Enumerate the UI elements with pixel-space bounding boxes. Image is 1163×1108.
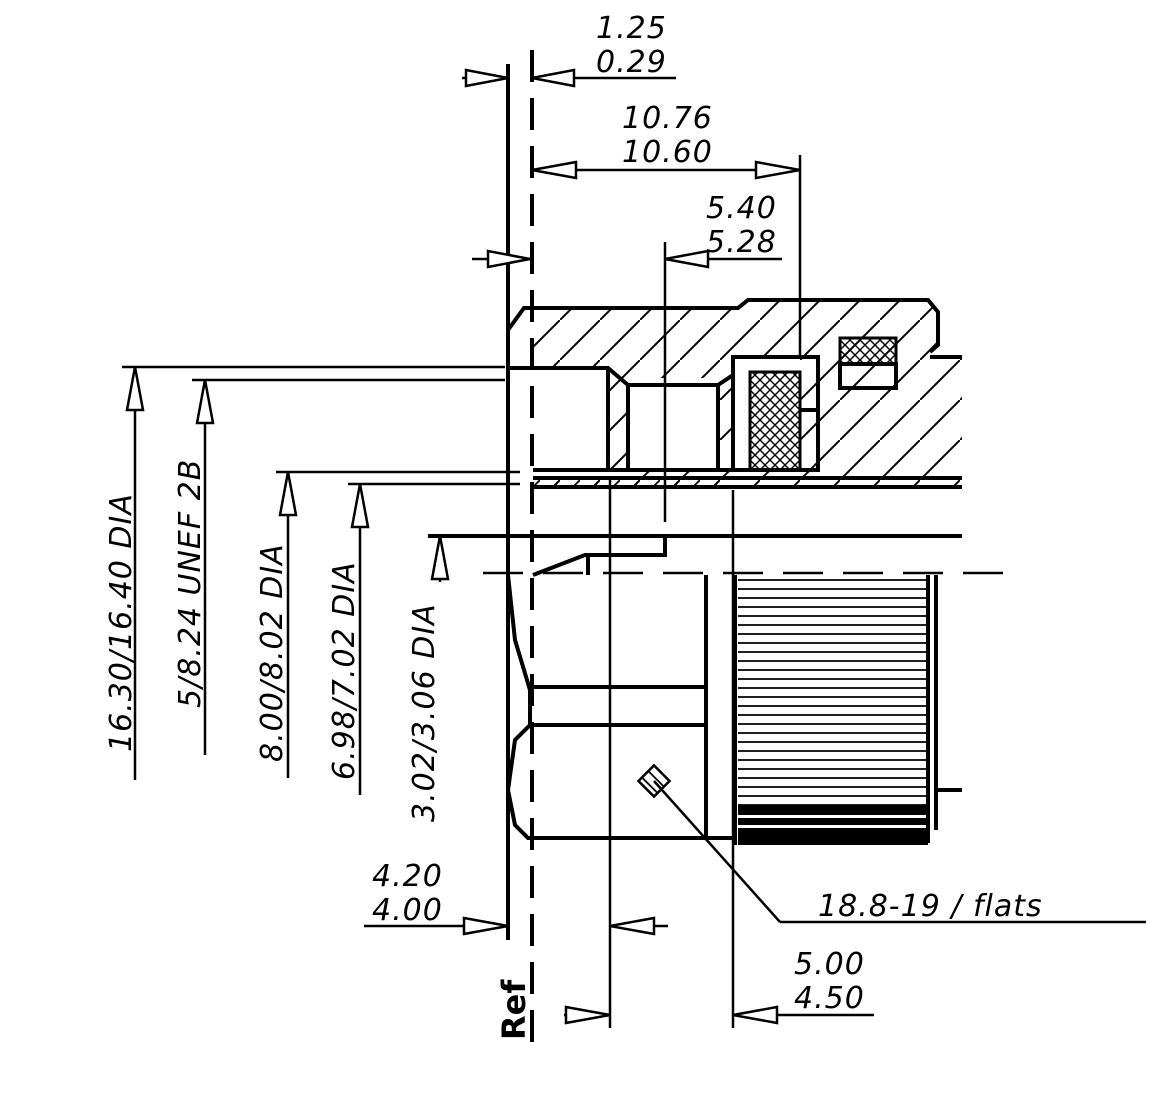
dim-bottom-a-lower: 4.00 <box>372 893 443 928</box>
dim-top-b-lower: 10.60 <box>622 135 713 170</box>
dim-bottom-b-upper: 5.00 <box>794 947 865 982</box>
dia-label-4: 6.98/7.02 DIA <box>327 561 362 780</box>
dim-top-a-upper: 1.25 <box>596 11 667 46</box>
dia-label-1: 16.30/16.40 DIA <box>104 493 139 752</box>
dia-dim-3: 8.00/8.02 DIA <box>255 470 520 778</box>
exterior-view <box>505 574 962 845</box>
dim-bottom-a: 4.20 4.00 <box>364 859 668 936</box>
dia-label-5: 3.02/3.06 DIA <box>407 603 442 822</box>
flats-label: 18.8-19 / flats <box>818 889 1043 924</box>
section-view <box>428 298 962 577</box>
dia-label-2: 5/8.24 UNEF 2B <box>173 459 208 708</box>
dia-dim-2: 5/8.24 UNEF 2B <box>173 378 505 755</box>
dim-top-a: 1.25 0.29 <box>462 11 676 88</box>
dia-dim-4: 6.98/7.02 DIA <box>327 482 520 795</box>
knurled-thread <box>738 578 928 828</box>
dim-top-b: 10.76 10.60 <box>531 101 801 180</box>
dim-top-c-upper: 5.40 <box>706 191 777 226</box>
dim-bottom-b: 5.00 4.50 <box>564 947 874 1025</box>
o-ring <box>838 336 898 366</box>
outer-profile <box>530 298 940 354</box>
dim-top-b-upper: 10.76 <box>622 101 713 136</box>
dia-dim-1: 16.30/16.40 DIA <box>104 365 505 780</box>
dia-dim-5: 3.02/3.06 DIA <box>407 535 450 822</box>
dim-bottom-a-upper: 4.20 <box>372 859 443 894</box>
dim-flats-leader: 18.8-19 / flats <box>653 780 1146 924</box>
dim-top-c-lower: 5.28 <box>706 225 777 260</box>
ref-label: Ref <box>495 979 533 1040</box>
seal-insert <box>748 370 802 472</box>
dim-bottom-b-lower: 4.50 <box>794 981 865 1016</box>
dim-top-c: 5.40 5.28 <box>472 191 782 269</box>
dim-top-a-lower: 0.29 <box>596 45 667 80</box>
dia-label-3: 8.00/8.02 DIA <box>255 543 290 762</box>
